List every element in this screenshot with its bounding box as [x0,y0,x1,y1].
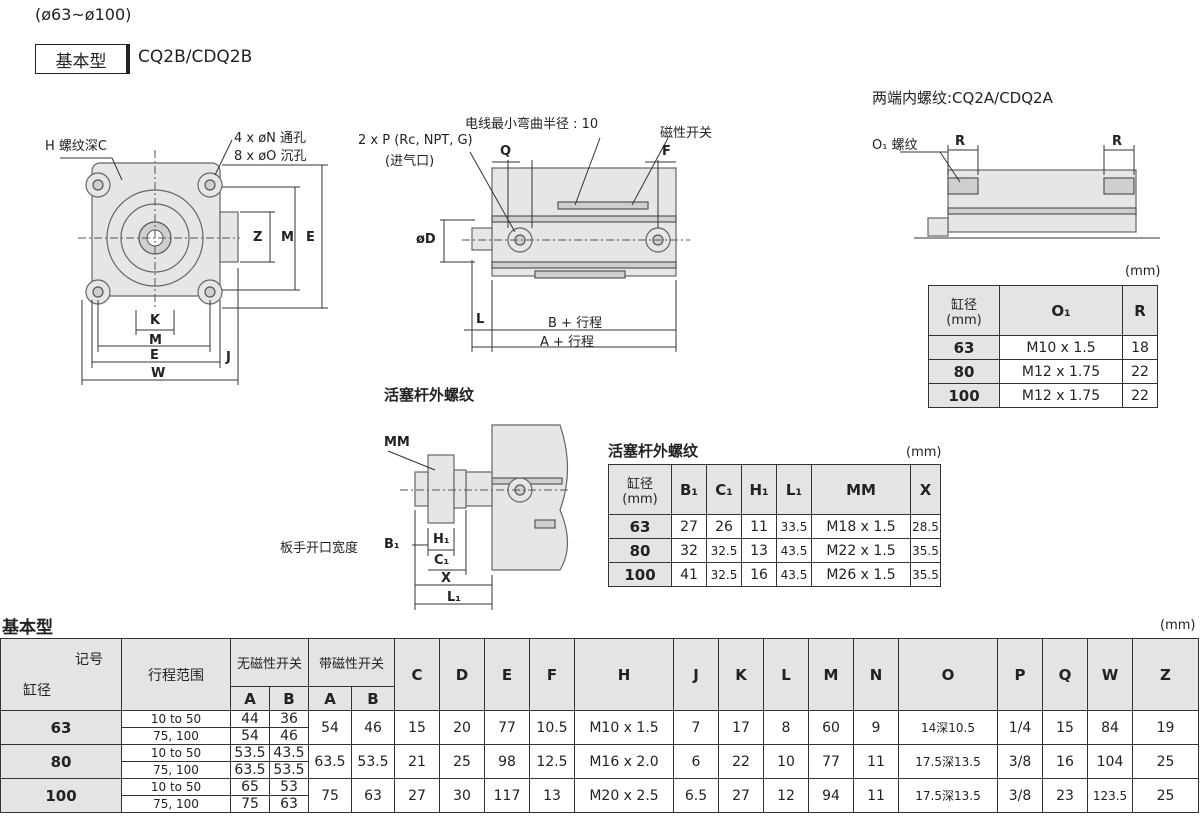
dim-mm: MM [384,435,410,450]
dim-c1: C₁ [434,553,450,568]
dim-r-left: R [955,134,966,149]
n-hole-label: 4 x øN 通孔 [234,131,307,146]
dim-q: Q [500,144,512,159]
table-row: 75, 100 54 46 [1,727,1199,745]
rod-head-bore: 缸径 (mm) [608,464,672,515]
dim-f: F [662,144,671,159]
o1-head-r: R [1122,285,1158,336]
dim-h1: H₁ [433,532,450,547]
table-row: 75, 100 75 63 [1,795,1199,813]
o1-head-o1: O₁ [999,285,1123,336]
dim-l: L [476,312,485,327]
o1-table: 缸径 (mm) O₁ R 63 M10 x 1.5 18 80 M12 x 1.… [928,285,1158,408]
dim-x: X [441,571,452,586]
o1-head-bore: 缸径 (mm) [928,285,1000,336]
p-port-label: 2 x P (Rc, NPT, G) [358,133,473,148]
dim-w: W [151,366,166,381]
table-row: 63 27 26 11 33.5 M18 x 1.5 28.5 [608,514,941,539]
h-thread-label: H 螺纹深C [45,139,107,154]
spanner-label: 板手开口宽度 [280,541,359,556]
dim-e: E [150,348,159,363]
table-row: 100 10 to 50 65 53 75 63 27 30 117 13 M2… [0,778,1199,813]
o-hole-label: 8 x øO 沉孔 [234,149,307,164]
dim-j: J [226,350,231,365]
dim-b1: B₁ [384,537,400,552]
head-symbol-bore: 记号 缸径 [0,638,122,711]
both-end-title: 两端内螺纹:CQ2A/CDQ2A [872,89,1053,107]
end-view-drawing [60,139,328,385]
rod-table-unit: (mm) [906,445,942,460]
dim-r-right: R [1112,134,1123,149]
switch-label: 磁性开关 [660,126,713,141]
table-row: 100 M12 x 1.75 22 [928,383,1158,408]
wire-radius-label: 电线最小弯曲半径 : 10 [465,117,599,132]
table-row: 80 M12 x 1.75 22 [928,359,1158,384]
dim-d: øD [416,232,436,247]
dim-k: K [150,313,161,328]
dim-b-stroke: B + 行程 [548,316,603,331]
main-table-unit: (mm) [1160,618,1196,633]
dim-m-vertical: M [281,230,294,245]
table-row: 80 32 32.5 13 43.5 M22 x 1.5 35.5 [608,538,941,563]
table-row: 100 41 32.5 16 43.5 M26 x 1.5 35.5 [608,562,941,587]
table-row: 63 10 to 50 44 36 54 46 15 20 77 10.5 M1… [0,710,1199,745]
table-row: 75, 100 63.5 53.5 [1,761,1199,779]
o1-table-unit: (mm) [1125,264,1161,279]
both-end-tapped-drawing [900,145,1160,239]
dim-z: Z [253,230,263,245]
bore-range: (ø63~ø100) [35,5,132,24]
table-row: 63 M10 x 1.5 18 [928,335,1158,360]
o1-thread-label: O₁ 螺纹 [872,138,918,153]
dim-m: M [149,333,162,348]
rod-drawing-title: 活塞杆外螺纹 [384,386,475,404]
table-row: 80 10 to 50 53.5 43.5 63.5 53.5 21 25 98… [0,744,1199,779]
dim-l1: L₁ [447,590,461,605]
side-view-drawing [440,137,690,352]
rod-end-drawing [387,424,570,610]
rod-table: 缸径 (mm) B₁ C₁ H₁ L₁ MM X 63 27 26 11 33.… [608,464,941,587]
dim-e-vertical: E [306,230,315,245]
model-name: CQ2B/CDQ2B [138,47,253,67]
type-box: 基本型 [35,44,127,74]
main-table-title: 基本型 [2,618,53,638]
dim-a-stroke: A + 行程 [540,335,595,350]
main-dimension-table: 记号 缸径 行程范围 无磁性开关 带磁性开关 C D E F H J K L M… [0,638,1199,813]
rod-table-title: 活塞杆外螺纹 [608,442,699,460]
p-port-sub: (进气口) [385,154,435,169]
